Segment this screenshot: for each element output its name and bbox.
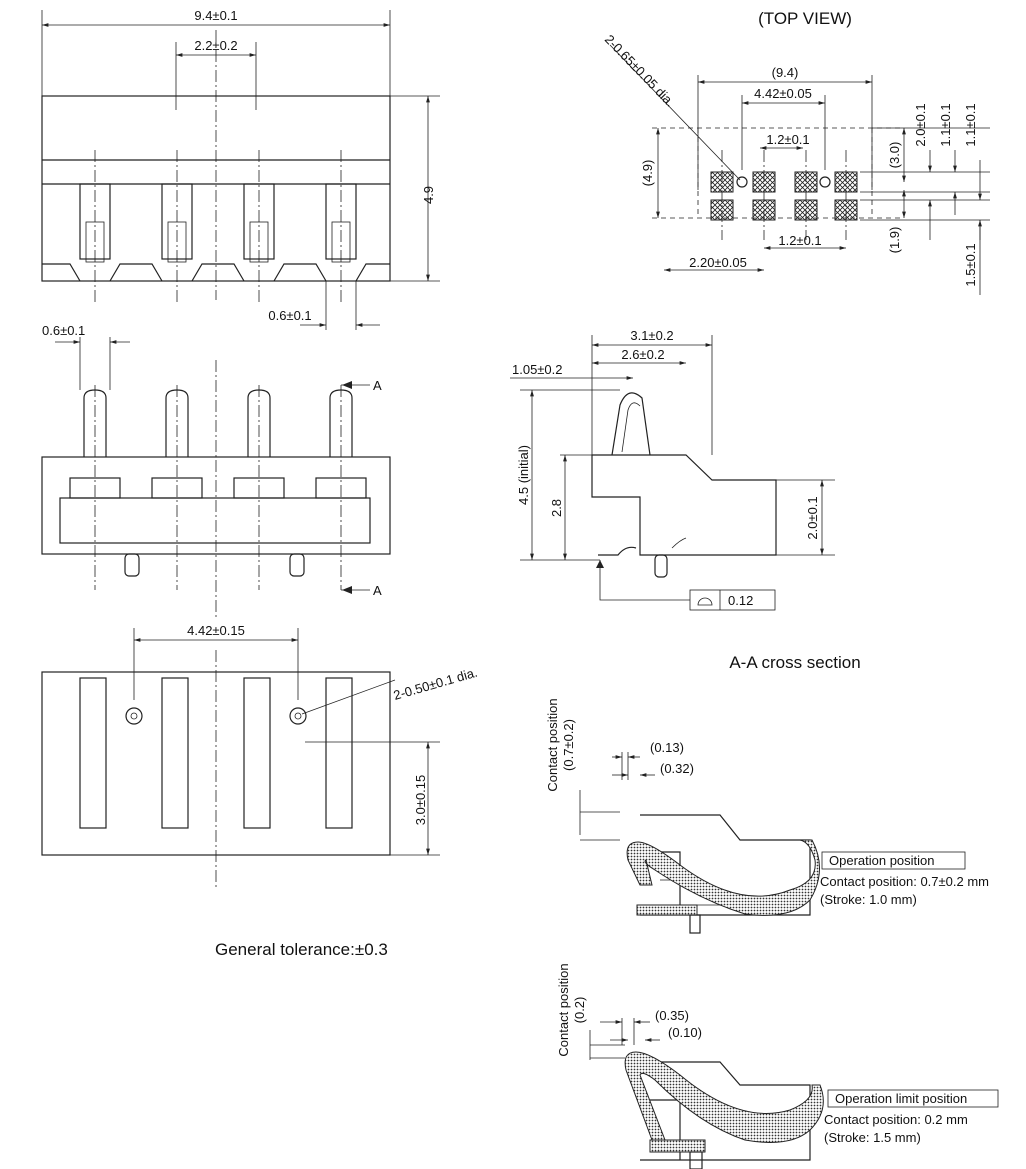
pcb-pads (710, 171, 858, 221)
dim-pcb-edge: 2.20±0.05 (689, 255, 747, 270)
dim-pin-width-right: 0.6±0.1 (268, 308, 311, 323)
lower-dim-a: (0.35) (655, 1008, 689, 1023)
dim-hole-dia: 2-0.50±0.1 dia. (392, 665, 479, 703)
side-view: 3.1±0.2 2.6±0.2 1.05±0.2 4.5 (initial) 2… (510, 328, 835, 611)
dim-side-2-8: 2.8 (549, 499, 564, 517)
aa-section-operation: Contact position (0.7±0.2) (0.13) (0.32)… (545, 698, 989, 934)
lower-vertical-label-2: (0.2) (572, 997, 587, 1024)
top-view: 0.6±0.1 A A (41, 323, 391, 620)
flatness-value: 0.12 (728, 593, 753, 608)
dim-pcb-hole-pitch: 4.42±0.05 (754, 86, 812, 101)
bottom-holes (125, 707, 307, 725)
upper-dim-b: (0.32) (660, 761, 694, 776)
section-mark-a-bottom: A (373, 583, 382, 598)
top-view-title: (TOP VIEW) (758, 9, 852, 28)
dim-height: 4.9 (421, 186, 436, 204)
dim-pcb-1-9: (1.9) (887, 227, 902, 254)
dim-pcb-2-0: 2.0±0.1 (913, 103, 928, 146)
dim-pcb-hole-dia: 2-0.65±0.05 dia. (602, 32, 678, 110)
dim-pcb-1-1a: 1.1±0.1 (938, 103, 953, 146)
upper-vertical-label-1: Contact position (545, 698, 560, 791)
dim-pcb-pad-pitch-top: 1.2±0.1 (766, 132, 809, 147)
front-view: 9.4±0.1 2.2±0.2 4.9 0.6±0.1 (41, 8, 440, 330)
aa-section-limit: Contact position (0.2) (0.35) (0.10) Ope… (556, 963, 999, 1169)
dim-hole-pitch: 4.42±0.15 (187, 623, 245, 638)
dim-depth: 3.0±0.15 (413, 775, 428, 826)
front-pins (79, 150, 357, 305)
upper-box-label: Operation position (829, 853, 935, 868)
dim-pcb-3-0: (3.0) (887, 142, 902, 169)
dim-pcb-overall: (9.4) (772, 65, 799, 80)
dim-pcb-1-5: 1.5±0.1 (963, 243, 978, 286)
dim-side-2-6: 2.6±0.2 (621, 347, 664, 362)
lower-dim-b: (0.10) (668, 1025, 702, 1040)
dim-overall-width: 9.4±0.1 (194, 8, 237, 23)
dim-pin-width-left: 0.6±0.1 (42, 323, 85, 338)
dim-pcb-depth: (4.9) (640, 160, 655, 187)
upper-note-2: (Stroke: 1.0 mm) (820, 892, 917, 907)
dim-side-3-1: 3.1±0.2 (630, 328, 673, 343)
upper-vertical-label-2: (0.7±0.2) (561, 719, 576, 771)
lower-box-label: Operation limit position (835, 1091, 967, 1106)
upper-dim-a: (0.13) (650, 740, 684, 755)
bottom-view: 4.42±0.15 2-0.50±0.1 dia. 3.0±0.15 Gener… (41, 623, 479, 959)
lower-note-1: Contact position: 0.2 mm (824, 1112, 968, 1127)
general-tolerance: General tolerance:±0.3 (215, 940, 388, 959)
dim-side-1-05: 1.05±0.2 (512, 362, 563, 377)
dim-pcb-1-1b: 1.1±0.1 (963, 103, 978, 146)
top-pins (69, 385, 367, 590)
pcb-layout: (TOP VIEW) 2-0.65±0.05 dia. (9.4) 4.42±0… (602, 9, 990, 295)
dim-side-4-5: 4.5 (initial) (516, 445, 531, 505)
upper-note-1: Contact position: 0.7±0.2 mm (820, 874, 989, 889)
lower-vertical-label-1: Contact position (556, 963, 571, 1056)
dim-side-2-0: 2.0±0.1 (805, 496, 820, 539)
section-mark-a-top: A (373, 378, 382, 393)
lower-note-2: (Stroke: 1.5 mm) (824, 1130, 921, 1145)
dim-pcb-pad-pitch-bottom: 1.2±0.1 (778, 233, 821, 248)
aa-section-title: A-A cross section (729, 653, 860, 672)
bottom-pins (79, 677, 353, 829)
